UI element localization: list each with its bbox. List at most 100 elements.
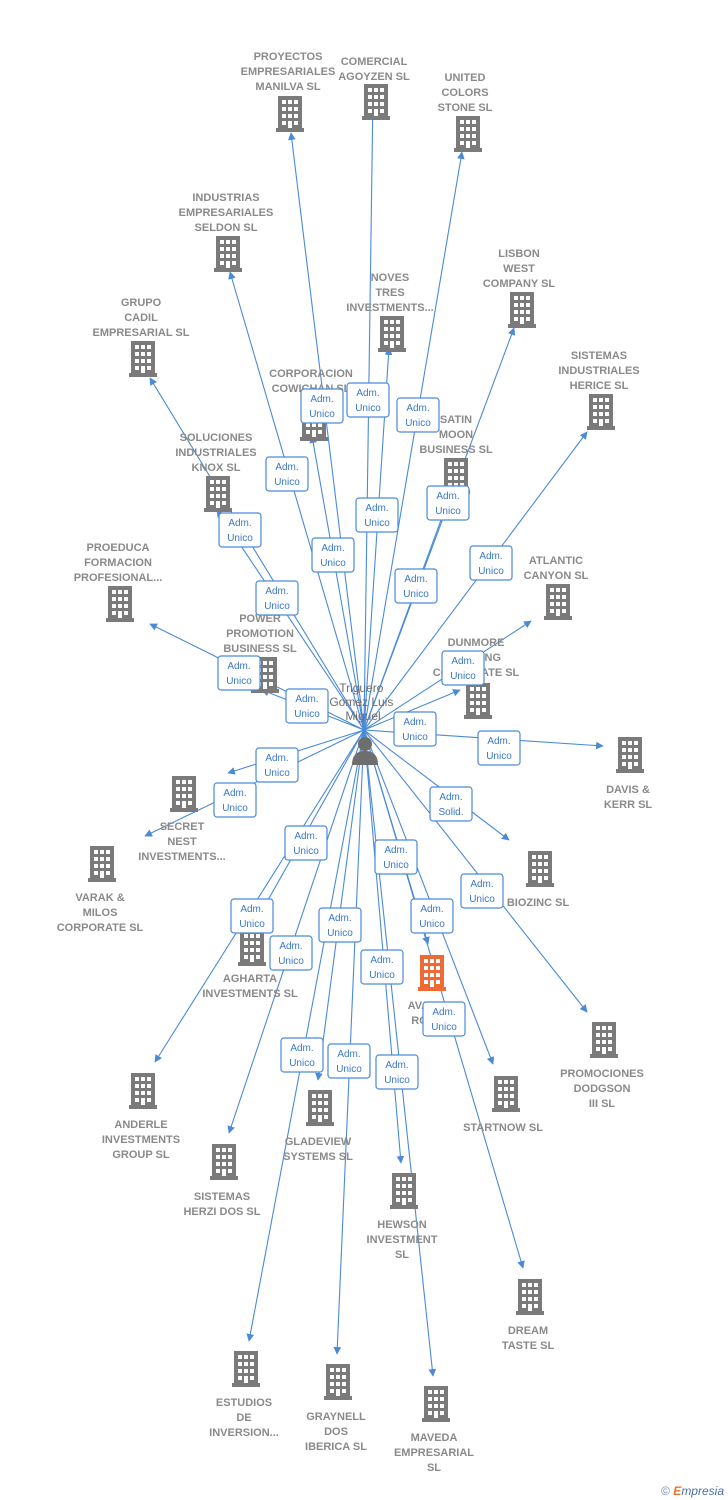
relation-box [284, 825, 328, 861]
company-label-line: TRES [375, 287, 404, 299]
relation-label-varak[interactable]: Adm.Unico [213, 782, 257, 818]
relation-label-gladeview[interactable]: Adm.Unico [318, 907, 362, 943]
company-label-line: HERZI DOS SL [183, 1206, 260, 1218]
relation-text: Unico [435, 506, 461, 517]
company-label-line: CADIL [124, 312, 158, 324]
relation-label-grupo[interactable]: Adm.Unico [218, 512, 262, 548]
relation-label-secret[interactable]: Adm.Unico [255, 747, 299, 783]
company-label-line: FORMACION [84, 557, 152, 569]
relation-label-lisbon[interactable]: Adm.Unico [426, 485, 470, 521]
company-label-line: INVERSION... [209, 1427, 279, 1439]
relation-label-united[interactable]: Adm.Unico [396, 397, 440, 433]
relation-label-comercial[interactable]: Adm.Unico [346, 382, 390, 418]
relation-label-anderle[interactable]: Adm.Unico [230, 898, 274, 934]
relation-text: Unico [478, 566, 504, 577]
relation-label-maveda[interactable]: Adm.Unico [375, 1054, 419, 1090]
edge-to-hewson [363, 729, 405, 1164]
company-label-line: TASTE SL [502, 1340, 555, 1352]
relation-label-power[interactable]: Adm.Unico [285, 688, 329, 724]
relation-box [217, 655, 261, 691]
relation-label-corporacion[interactable]: Adm.Unico [311, 537, 355, 573]
relation-label-graynell[interactable]: Adm.Unico [327, 1043, 371, 1079]
relation-label-sistemas_herzi[interactable]: Adm.Unico [269, 935, 313, 971]
relation-label-estudios[interactable]: Adm.Unico [280, 1037, 324, 1073]
relation-label-soluciones[interactable]: Adm.Unico [255, 580, 299, 616]
relation-label-promociones[interactable]: Adm.Unico [460, 873, 504, 909]
company-label-line: CORPORACION [269, 368, 353, 380]
relation-label-noves[interactable]: Adm.Unico [355, 497, 399, 533]
relation-label-avalon[interactable]: Adm.Unico [374, 839, 418, 875]
relation-label-agharta[interactable]: Adm.Unico [284, 825, 328, 861]
company-label-line: SL [395, 1249, 409, 1261]
relation-label-davis[interactable]: Adm.Unico [477, 730, 521, 766]
company-label-line: PROYECTOS [254, 51, 323, 63]
relation-label-dream[interactable]: Adm.Unico [422, 1001, 466, 1037]
company-label-line: AGOYZEN SL [338, 71, 410, 83]
relation-text: Adm. [275, 462, 298, 473]
relation-box [426, 485, 470, 521]
company-label-line: KERR SL [604, 799, 653, 811]
company-node-biozinc[interactable]: BIOZINC SL [507, 851, 570, 909]
relation-label-industrias[interactable]: Adm.Unico [265, 456, 309, 492]
edge-to-sistemas_herzi [227, 729, 365, 1134]
edge-to-promociones [363, 729, 588, 1013]
edge-to-united [363, 151, 465, 731]
company-label-line: BIOZINC SL [507, 897, 570, 909]
relation-label-proeduca[interactable]: Adm.Unico [217, 655, 261, 691]
company-label-line: INVESTMENTS... [346, 302, 433, 314]
building-icon [106, 586, 134, 622]
relation-text: Adm. [404, 574, 427, 585]
relation-text: Adm. [223, 788, 246, 799]
relation-label-atlantic[interactable]: Adm.Unico [441, 650, 485, 686]
company-label-line: INVESTMENTS SL [202, 988, 298, 1000]
center-person[interactable]: Triguero Gomez Luis Miguel [329, 681, 396, 765]
relation-label-proyectos[interactable]: Adm.Unico [300, 388, 344, 424]
relation-label-dunmore[interactable]: Adm.Unico [393, 711, 437, 747]
relation-label-sistemas_herice[interactable]: Adm.Unico [469, 545, 513, 581]
building-icon [464, 683, 492, 719]
relation-box [285, 688, 329, 724]
relation-text: Adm. [403, 717, 426, 728]
company-node-startnow[interactable]: STARTNOW SL [463, 1076, 543, 1134]
relation-text: Adm. [384, 845, 407, 856]
relation-box [218, 512, 262, 548]
building-icon [454, 116, 482, 152]
company-label-line: POWER [239, 613, 281, 625]
relation-box [477, 730, 521, 766]
company-node-davis[interactable]: DAVIS &KERR SL [604, 737, 653, 811]
relation-label-hewson[interactable]: Adm.Unico [360, 949, 404, 985]
person-label-line-1: Triguero [339, 681, 384, 695]
relation-text: Adm. [385, 1060, 408, 1071]
relation-label-startnow[interactable]: Adm.Unico [410, 898, 454, 934]
relation-box [255, 747, 299, 783]
relation-label-satin[interactable]: Adm.Unico [394, 568, 438, 604]
relation-label-biozinc[interactable]: Adm.Solid. [429, 786, 473, 822]
